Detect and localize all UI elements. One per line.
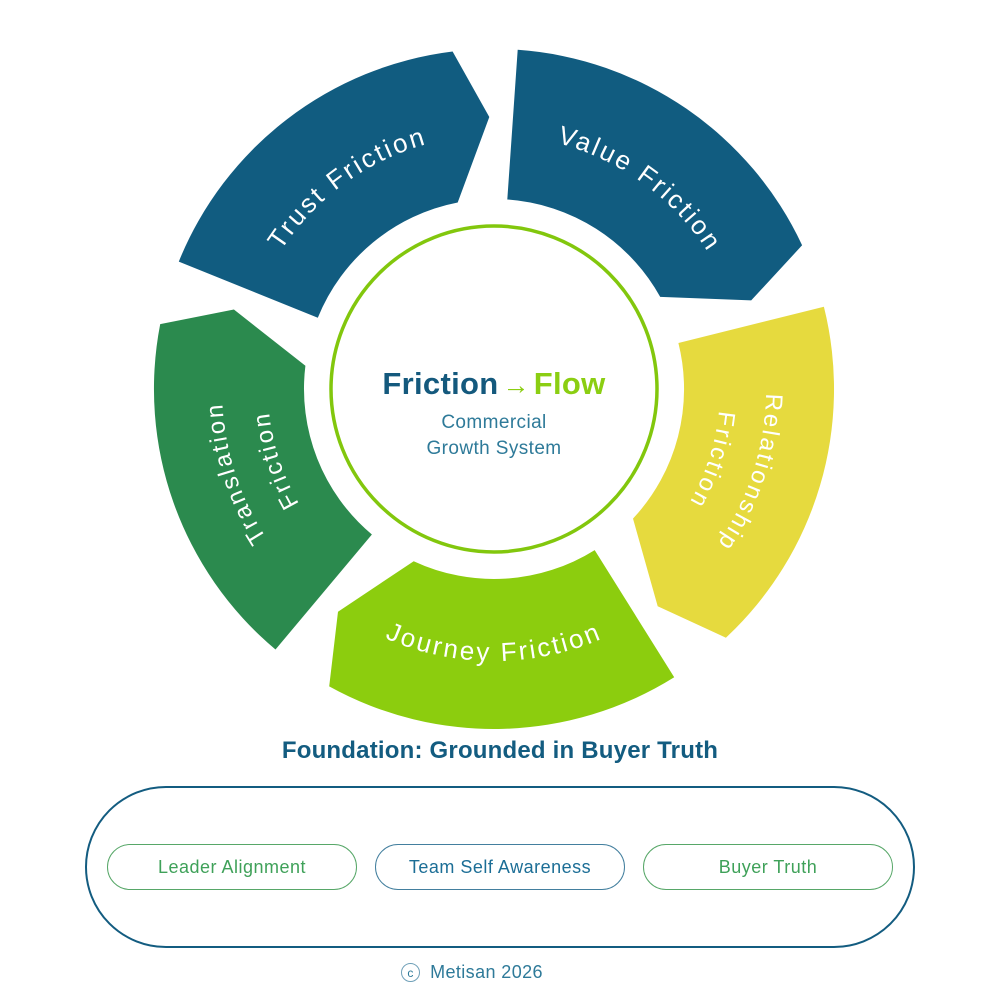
pill-label: Leader Alignment <box>157 856 307 877</box>
segment-relationship-friction <box>633 306 835 638</box>
ring-center-label: Friction→Flow Commercial Growth System <box>334 366 654 462</box>
center-title: Friction→Flow <box>334 366 654 402</box>
center-circle <box>329 224 659 554</box>
pill-team-self-awareness: Team Self Awareness <box>375 844 625 890</box>
footer-text: Metisan 2026 <box>430 962 543 982</box>
foundation-container: Leader Alignment Team Self Awareness Buy… <box>85 786 915 948</box>
segment-trust-friction <box>178 51 490 318</box>
segment-value-friction <box>507 49 803 301</box>
foundation-heading: Foundation: Grounded in Buyer Truth <box>281 737 719 764</box>
center-title-flow: Flow <box>533 366 606 401</box>
arrow-icon: → <box>502 370 530 400</box>
pill-buyer-truth: Buyer Truth <box>643 844 893 890</box>
center-subtitle-line2: Growth System <box>426 438 562 459</box>
segment-translation-friction <box>153 309 372 650</box>
center-title-friction: Friction <box>382 366 499 401</box>
center-subtitle-line1: Commercial <box>441 412 547 433</box>
center-subtitle: Commercial Growth System <box>334 410 654 462</box>
copyright-icon: c <box>401 963 421 982</box>
pill-leader-alignment: Leader Alignment <box>107 844 357 890</box>
pill-label: Buyer Truth <box>718 856 818 877</box>
footer: c Metisan 2026 <box>0 962 972 983</box>
segment-journey-friction <box>329 550 675 729</box>
pill-label: Team Self Awareness <box>408 856 592 877</box>
